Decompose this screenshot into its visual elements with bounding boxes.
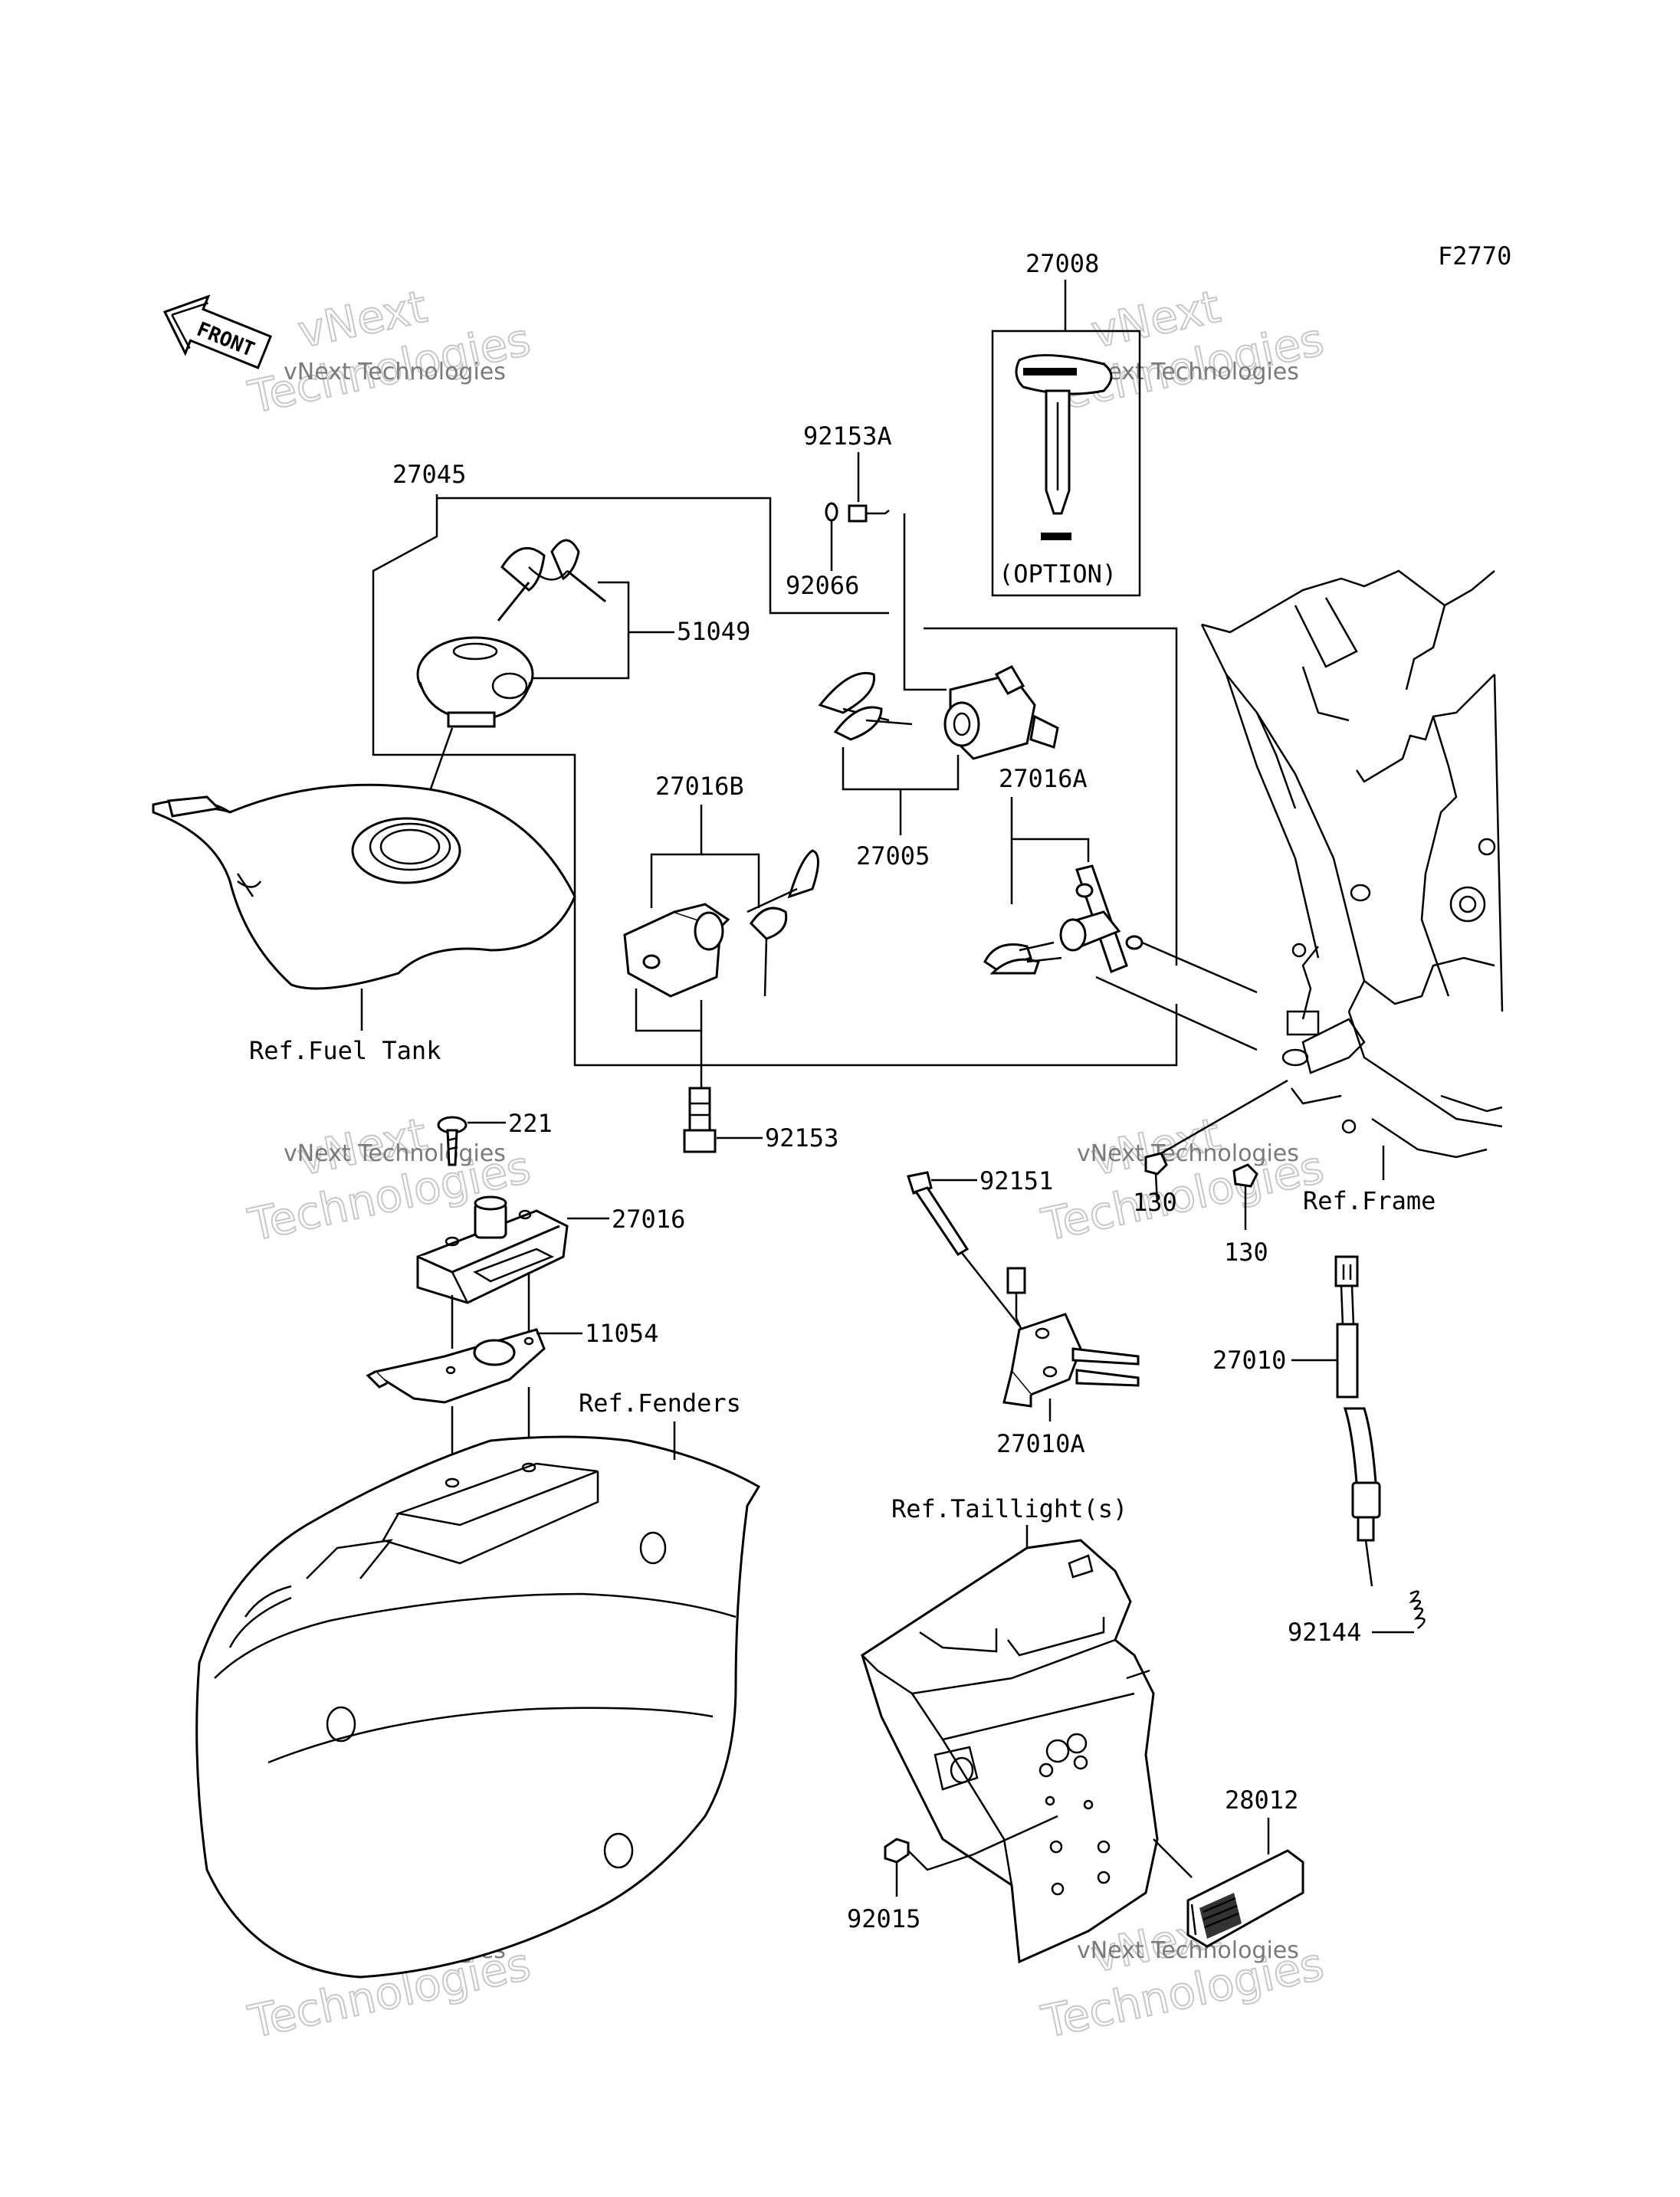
part-label-130: 130: [1224, 1238, 1268, 1267]
part-27016B-group: 27016B: [623, 772, 819, 1088]
part-130-group: 130 130: [1133, 1079, 1288, 1267]
fuel-cap-icon: [416, 636, 534, 728]
part-27005-group: 27005: [818, 665, 1059, 871]
fuel-tank-icon: [152, 783, 576, 990]
ref-frame: Ref.Frame: [1303, 1186, 1436, 1215]
helmet-lock-keys-icon: [983, 941, 1062, 975]
part-27010-group: 27010: [1212, 1255, 1381, 1587]
part-label-92144: 92144: [1288, 1618, 1361, 1647]
spring-icon: [1409, 1590, 1426, 1629]
seat-lock-icon: [623, 903, 730, 998]
part-label-27010A: 27010A: [996, 1429, 1085, 1458]
part-label-92151: 92151: [979, 1166, 1053, 1195]
part-11054-group: 11054: [366, 1319, 658, 1464]
part-label-92153A: 92153A: [803, 421, 892, 451]
fender-icon: [195, 1435, 761, 1979]
brake-switch-icon: [1334, 1255, 1381, 1587]
part-label-51049: 51049: [677, 617, 750, 646]
part-92015-group: 92015: [847, 1815, 1058, 1933]
part-92144-group: 92144: [1288, 1590, 1426, 1647]
part-label-27005: 27005: [856, 841, 930, 871]
plate-icon: [366, 1328, 546, 1404]
part-label-221: 221: [508, 1109, 553, 1138]
part-label-27008: 27008: [1025, 249, 1099, 278]
part-27045-group: 27045: [372, 460, 1178, 1067]
option-box: [991, 330, 1141, 597]
ref-fenders: Ref.Fenders: [579, 1389, 741, 1418]
part-label-27016B: 27016B: [655, 772, 744, 801]
part-label-27016A: 27016A: [999, 764, 1088, 793]
part-label-27010: 27010: [1212, 1346, 1286, 1375]
part-label-27045: 27045: [392, 460, 466, 489]
frame-icon: [1200, 569, 1504, 1159]
part-label-92153: 92153: [765, 1123, 838, 1153]
part-27016-group: 27016: [416, 1195, 685, 1349]
bolt-icon: [907, 1171, 970, 1257]
part-label-92015: 92015: [847, 1904, 920, 1933]
front-arrow-icon: FRONT: [162, 294, 273, 369]
part-27010A-group: 27010A: [996, 1267, 1140, 1458]
diagram-code: F2770: [1438, 241, 1511, 271]
part-label-92066: 92066: [786, 571, 859, 600]
part-51049-group: 51049: [405, 539, 750, 859]
part-28012-group: 28012: [1153, 1785, 1304, 1948]
part-92153A-group: 92153A 92066: [786, 421, 892, 600]
watermark-text: vNext Technologies: [284, 1140, 506, 1167]
part-92151-group: 92151: [907, 1166, 1053, 1326]
part-label-28012: 28012: [1225, 1785, 1298, 1815]
part-92153-group: 92153: [683, 1087, 838, 1153]
option-label: (OPTION): [999, 559, 1117, 589]
switch-bracket-icon: [1002, 1267, 1140, 1408]
reflector-icon: [1186, 1849, 1304, 1948]
screw-icon: [437, 1116, 468, 1166]
watermark-text: vNext Technologies: [284, 359, 506, 385]
bolt-icon: [683, 1087, 717, 1153]
taillight-bracket-icon: [861, 1539, 1159, 1964]
part-label-130: 130: [1133, 1188, 1177, 1217]
ref-taillight: Ref.Taillight(s): [891, 1494, 1127, 1523]
ignition-switch-icon: [943, 665, 1059, 760]
part-label-27016: 27016: [612, 1205, 685, 1234]
key-pair-icon: [497, 539, 606, 621]
ref-fuel-tank: Ref.Fuel Tank: [249, 1036, 441, 1065]
part-221-group: 221: [437, 1109, 553, 1166]
option-key-icon: [1015, 354, 1113, 540]
watermark-text: vNext Technologies: [1077, 1937, 1299, 1964]
helmet-lock-icon: [1059, 864, 1258, 994]
part-27016A-group: 27016A: [983, 764, 1258, 1051]
seat-lock-keys-icon: [746, 849, 819, 997]
watermark-text: vNext Technologies: [1077, 1140, 1299, 1167]
lock-bracket-icon: [416, 1195, 569, 1304]
part-label-11054: 11054: [585, 1319, 658, 1348]
watermark-text: vNext Technologies: [1077, 359, 1299, 385]
part-27008-group: 27008 (OPTION): [991, 249, 1141, 597]
ignition-keys-icon: [818, 671, 913, 741]
